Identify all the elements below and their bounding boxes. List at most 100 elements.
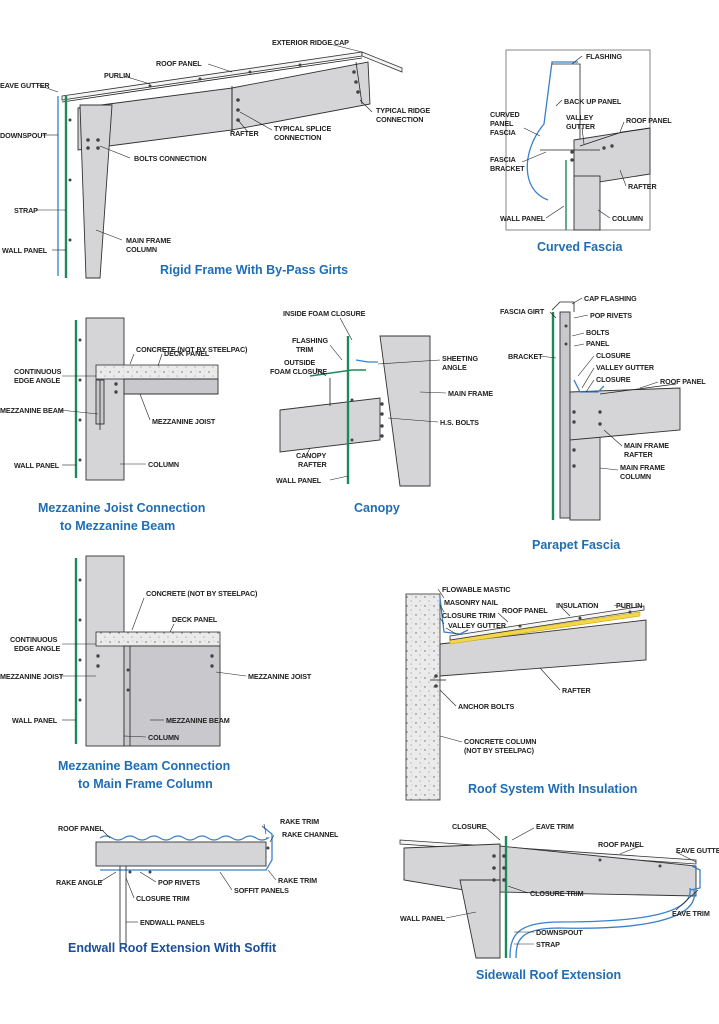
canopy-diagram: INSIDE FOAM CLOSURE FLASHING TRIM OUTSID… (270, 309, 493, 515)
label-anchor-bolts: ANCHOR BOLTS (458, 702, 514, 711)
label-main-frame-column-1-pf: MAIN FRAME (620, 463, 665, 472)
label-valley-gutter-ri: VALLEY GUTTER (448, 621, 507, 630)
label-closure-trim-ew: CLOSURE TRIM (136, 894, 190, 903)
label-typical-ridge-connection-1: TYPICAL RIDGE (376, 106, 430, 115)
label-strap-sw: STRAP (536, 940, 560, 949)
label-deck-panel-mj: DECK PANEL (164, 349, 210, 358)
label-edge-angle-1-mb: CONTINUOUS (10, 635, 58, 644)
label-roof-panel-ri: ROOF PANEL (502, 606, 548, 615)
label-mezz-joist-left: MEZZANINE JOIST (0, 672, 64, 681)
label-wall-panel-canopy: WALL PANEL (276, 476, 322, 485)
caption-parapet: Parapet Fascia (532, 538, 621, 552)
label-inside-foam-closure: INSIDE FOAM CLOSURE (283, 309, 366, 318)
label-downspout: DOWNSPOUT (0, 131, 47, 140)
label-closure-trim-sw: CLOSURE TRIM (530, 889, 584, 898)
label-rake-angle: RAKE ANGLE (56, 878, 103, 887)
label-closure-2-pf: CLOSURE (596, 375, 631, 384)
label-concrete-mj: CONCRETE (NOT BY STEELPAC) (136, 345, 248, 354)
label-wall-panel-sw: WALL PANEL (400, 914, 446, 923)
label-pop-rivets-ew: POP RIVETS (158, 878, 200, 887)
label-eave-gutter-sw: EAVE GUTTER (676, 846, 719, 855)
label-curved-2: PANEL (490, 119, 514, 128)
label-rafter-cf: RAFTER (628, 182, 657, 191)
label-bracket-pf: BRACKET (508, 352, 543, 361)
caption-rigid-frame: Rigid Frame With By-Pass Girts (160, 263, 348, 277)
caption-mezz-joist-2: to Mezzanine Beam (60, 519, 175, 533)
label-masonry-nail: MASONRY NAIL (444, 598, 499, 607)
label-main-frame-rafter-2: RAFTER (624, 450, 653, 459)
label-endwall-panels: ENDWALL PANELS (140, 918, 205, 927)
caption-curved-fascia: Curved Fascia (537, 240, 624, 254)
label-roof-panel-cf: ROOF PANEL (626, 116, 672, 125)
label-valley-gutter-2: GUTTER (566, 122, 596, 131)
label-sheeting-angle-2: ANGLE (442, 363, 467, 372)
label-closure-trim-ri: CLOSURE TRIM (442, 611, 496, 620)
label-flowable-mastic: FLOWABLE MASTIC (442, 585, 510, 594)
label-main-frame-rafter-1: MAIN FRAME (624, 441, 669, 450)
caption-mezz-beam-1: Mezzanine Beam Connection (58, 759, 230, 773)
label-panel-pf: PANEL (586, 339, 610, 348)
label-bolts-connection: BOLTS CONNECTION (134, 154, 207, 163)
label-back-up-panel: BACK UP PANEL (564, 97, 622, 106)
caption-canopy: Canopy (354, 501, 400, 515)
label-rake-channel: RAKE CHANNEL (282, 830, 339, 839)
label-curved-3: FASCIA (490, 128, 516, 137)
roof-insulation-diagram: FLOWABLE MASTIC MASONRY NAIL CLOSURE TRI… (405, 585, 647, 801)
label-pop-rivets-pf: POP RIVETS (590, 311, 632, 320)
parapet-diagram: FASCIA GIRT CAP FLASHING POP RIVETS BOLT… (500, 294, 706, 552)
label-outside-foam-1: OUTSIDE (284, 358, 316, 367)
label-canopy-rafter-2: RAFTER (298, 460, 327, 469)
label-valley-gutter-1: VALLEY (566, 113, 594, 122)
label-rafter: RAFTER (230, 129, 259, 138)
label-outside-foam-2: FOAM CLOSURE (270, 367, 327, 376)
mezz-beam-diagram: CONCRETE (NOT BY STEELPAC) DECK PANEL CO… (0, 555, 312, 791)
label-wall-panel-mb: WALL PANEL (12, 716, 58, 725)
label-mezz-beam-mj: MEZZANINE BEAM (0, 406, 64, 415)
label-edge-angle-2-mb: EDGE ANGLE (14, 644, 61, 653)
label-hs-bolts: H.S. BOLTS (440, 418, 479, 427)
label-downspout-sw: DOWNSPOUT (536, 928, 583, 937)
endwall-diagram: ROOF PANEL RAKE TRIM RAKE CHANNEL RAKE A… (56, 817, 339, 955)
label-purlin: PURLIN (104, 71, 130, 80)
label-wall-panel-cf: WALL PANEL (500, 214, 546, 223)
mezz-joist-diagram: CONCRETE (NOT BY STEELPAC) DECK PANEL CO… (0, 317, 248, 533)
label-roof-panel-sw: ROOF PANEL (598, 840, 644, 849)
label-closure-sw: CLOSURE (452, 822, 487, 831)
label-rafter-ri: RAFTER (562, 686, 591, 695)
label-concrete-column-1: CONCRETE COLUMN (464, 737, 536, 746)
label-mezz-joist-right: MEZZANINE JOIST (248, 672, 312, 681)
label-roof-panel: ROOF PANEL (156, 59, 202, 68)
label-fascia-girt: FASCIA GIRT (500, 307, 545, 316)
label-purlin-ri: PURLIN (616, 601, 642, 610)
label-column-mj: COLUMN (148, 460, 179, 469)
label-wall-panel-mj: WALL PANEL (14, 461, 60, 470)
label-curved-1: CURVED (490, 110, 520, 119)
label-closure-1-pf: CLOSURE (596, 351, 631, 360)
label-fascia-bracket-1: FASCIA (490, 155, 516, 164)
curved-fascia-diagram: FLASHING BACK UP PANEL CURVED PANEL FASC… (490, 49, 672, 254)
label-sheeting-angle-1: SHEETING (442, 354, 478, 363)
label-roof-panel-ew: ROOF PANEL (58, 824, 104, 833)
label-main-frame-column-2: COLUMN (126, 245, 157, 254)
label-roof-panel-pf: ROOF PANEL (660, 377, 706, 386)
label-cap-flashing: CAP FLASHING (584, 294, 637, 303)
label-typical-splice-1: TYPICAL SPLICE (274, 124, 331, 133)
label-insulation: INSULATION (556, 601, 598, 610)
label-column-mb: COLUMN (148, 733, 179, 742)
caption-mezz-beam-2: to Main Frame Column (78, 777, 213, 791)
label-concrete-mb: CONCRETE (NOT BY STEELPAC) (146, 589, 258, 598)
label-bolts-pf: BOLTS (586, 328, 610, 337)
sidewall-diagram: CLOSURE EAVE TRIM ROOF PANEL EAVE GUTTER… (399, 822, 719, 982)
label-main-frame: MAIN FRAME (448, 389, 493, 398)
label-fascia-bracket-2: BRACKET (490, 164, 525, 173)
label-main-frame-column-1: MAIN FRAME (126, 236, 171, 245)
caption-endwall: Endwall Roof Extension With Soffit (68, 941, 277, 955)
label-rake-trim-right: RAKE TRIM (278, 876, 317, 885)
label-deck-panel-mb: DECK PANEL (172, 615, 218, 624)
caption-roof-insulation: Roof System With Insulation (468, 782, 637, 796)
label-rake-trim-top: RAKE TRIM (280, 817, 319, 826)
label-edge-angle-1-mj: CONTINUOUS (14, 367, 62, 376)
label-eave-trim-top: EAVE TRIM (536, 822, 574, 831)
